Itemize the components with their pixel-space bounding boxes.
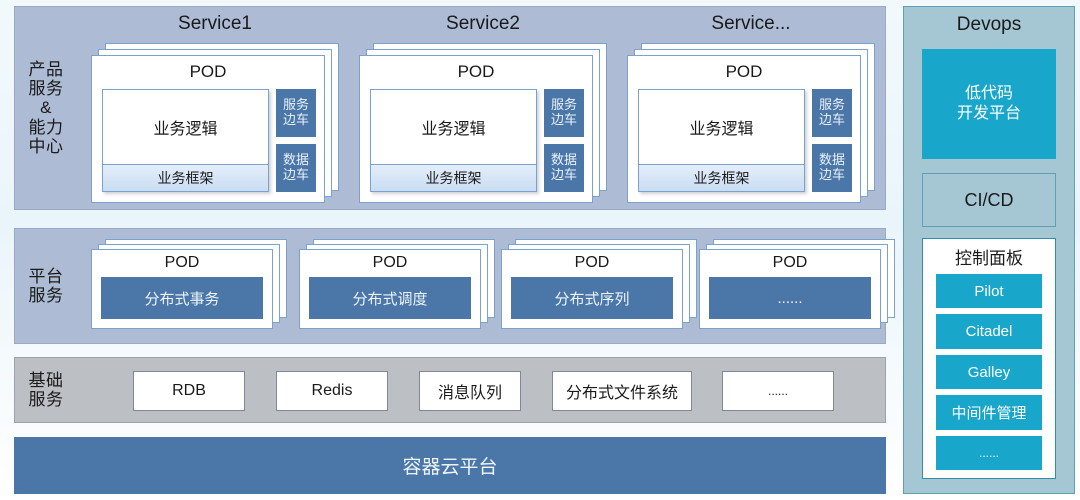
service-group-2[interactable]: Service2 POD 业务逻辑 业务框架 服务 边车 数据 边车 — [359, 13, 607, 209]
lowcode-platform-box[interactable]: 低代码 开发平台 — [922, 49, 1056, 159]
pod-stack: POD 业务逻辑 业务框架 服务 边车 数据 边车 — [91, 43, 339, 203]
platform-pod-stack-4[interactable]: POD ...... — [699, 239, 895, 329]
sidecar-column: 服务 边车 数据 边车 — [544, 89, 584, 192]
service-sidecar[interactable]: 服务 边车 — [276, 89, 316, 137]
data-sidecar[interactable]: 数据 边车 — [276, 144, 316, 192]
pod-card[interactable]: POD 业务逻辑 业务框架 服务 边车 数据 边车 — [359, 55, 593, 203]
platform-services-row: 平台 服务 POD 分布式事务 POD 分布式调度 POD 分布式序列 — [14, 228, 895, 344]
product-services-row-label: 产品 服务 & 能力 中心 — [28, 60, 64, 156]
business-framework-label: 业务框架 — [639, 164, 804, 191]
control-panel-box: 控制面板 Pilot Citadel Galley 中间件管理 ...... — [922, 238, 1056, 479]
pod-title: POD — [772, 254, 808, 271]
pod-card[interactable]: POD 分布式序列 — [501, 249, 683, 329]
pod-title: POD — [574, 254, 610, 271]
control-panel-item-citadel[interactable]: Citadel — [936, 314, 1042, 349]
cicd-box[interactable]: CI/CD — [922, 173, 1056, 227]
sidecar-column: 服务 边车 数据 边车 — [812, 89, 852, 192]
pod-body: 业务逻辑 业务框架 服务 边车 数据 边车 — [370, 89, 584, 192]
pod-body: 业务逻辑 业务框架 服务 边车 数据 边车 — [638, 89, 852, 192]
platform-service-label: 分布式序列 — [511, 277, 673, 319]
platform-pod-stack-3[interactable]: POD 分布式序列 — [501, 239, 697, 329]
platform-services-row-label: 平台 服务 — [28, 266, 64, 305]
infra-item-message-queue[interactable]: 消息队列 — [419, 371, 521, 411]
service-sidecar[interactable]: 服务 边车 — [544, 89, 584, 137]
platform-service-label: ...... — [709, 277, 871, 319]
devops-panel: Devops 低代码 开发平台 CI/CD 控制面板 Pilot Citadel… — [903, 6, 1075, 494]
business-logic-column: 业务逻辑 业务框架 — [102, 89, 269, 192]
control-panel-item-pilot[interactable]: Pilot — [936, 274, 1042, 309]
business-logic-label: 业务逻辑 — [689, 121, 754, 138]
pod-stack: POD 业务逻辑 业务框架 服务 边车 数据 边车 — [627, 43, 875, 203]
business-logic-column: 业务逻辑 业务框架 — [370, 89, 537, 192]
infrastructure-services-row: 基础 服务 RDB Redis 消息队列 分布式文件系统 ...... — [14, 357, 886, 423]
business-logic-column: 业务逻辑 业务框架 — [638, 89, 805, 192]
business-framework-label: 业务框架 — [371, 164, 536, 191]
pod-card[interactable]: POD 分布式调度 — [299, 249, 481, 329]
pod-card[interactable]: POD 业务逻辑 业务框架 服务 边车 数据 边车 — [627, 55, 861, 203]
business-logic-label: 业务逻辑 — [421, 121, 486, 138]
control-panel-item-galley[interactable]: Galley — [936, 354, 1042, 390]
pod-card[interactable]: POD 分布式事务 — [91, 249, 273, 329]
data-sidecar[interactable]: 数据 边车 — [544, 144, 584, 192]
sidecar-column: 服务 边车 数据 边车 — [276, 89, 316, 192]
pod-body: 业务逻辑 业务框架 服务 边车 数据 边车 — [102, 89, 316, 192]
pod-card[interactable]: POD 业务逻辑 业务框架 服务 边车 数据 边车 — [91, 55, 325, 203]
product-services-row: 产品 服务 & 能力 中心 Service1 POD 业务逻辑 业务框架 服务 … — [14, 6, 886, 210]
infra-item-more[interactable]: ...... — [722, 371, 834, 411]
business-framework-label: 业务框架 — [103, 164, 268, 191]
control-panel-title: 控制面板 — [955, 249, 1023, 268]
service-title: Service1 — [178, 13, 252, 34]
pod-title: POD — [372, 254, 408, 271]
service-group-3[interactable]: Service... POD 业务逻辑 业务框架 服务 边车 数据 边车 — [627, 13, 875, 209]
service-title: Service2 — [446, 13, 520, 34]
container-cloud-platform-label: 容器云平台 — [402, 457, 498, 478]
service-sidecar[interactable]: 服务 边车 — [812, 89, 852, 137]
infra-item-distributed-file-system[interactable]: 分布式文件系统 — [552, 371, 692, 411]
pod-stack: POD 业务逻辑 业务框架 服务 边车 数据 边车 — [359, 43, 607, 203]
service-group-1[interactable]: Service1 POD 业务逻辑 业务框架 服务 边车 数据 边车 — [91, 13, 339, 209]
infra-item-rdb[interactable]: RDB — [133, 371, 245, 411]
container-cloud-platform-bar: 容器云平台 — [14, 437, 886, 494]
business-logic-label: 业务逻辑 — [153, 121, 218, 138]
pod-title: POD — [725, 62, 763, 81]
control-panel-item-middleware-management[interactable]: 中间件管理 — [936, 395, 1042, 430]
platform-pod-stack-1[interactable]: POD 分布式事务 — [91, 239, 287, 329]
data-sidecar[interactable]: 数据 边车 — [812, 144, 852, 192]
platform-pod-stack-2[interactable]: POD 分布式调度 — [299, 239, 495, 329]
infra-item-redis[interactable]: Redis — [276, 371, 388, 411]
pod-card[interactable]: POD ...... — [699, 249, 881, 329]
platform-service-label: 分布式调度 — [309, 277, 471, 319]
pod-title: POD — [189, 62, 227, 81]
devops-title: Devops — [956, 14, 1022, 35]
service-title: Service... — [711, 13, 791, 34]
pod-title: POD — [164, 254, 200, 271]
pod-title: POD — [457, 62, 495, 81]
platform-service-label: 分布式事务 — [101, 277, 263, 319]
control-panel-item-more[interactable]: ...... — [936, 435, 1042, 471]
control-panel-list: Pilot Citadel Galley 中间件管理 ...... — [936, 274, 1042, 471]
infrastructure-services-row-label: 基础 服务 — [28, 370, 64, 409]
